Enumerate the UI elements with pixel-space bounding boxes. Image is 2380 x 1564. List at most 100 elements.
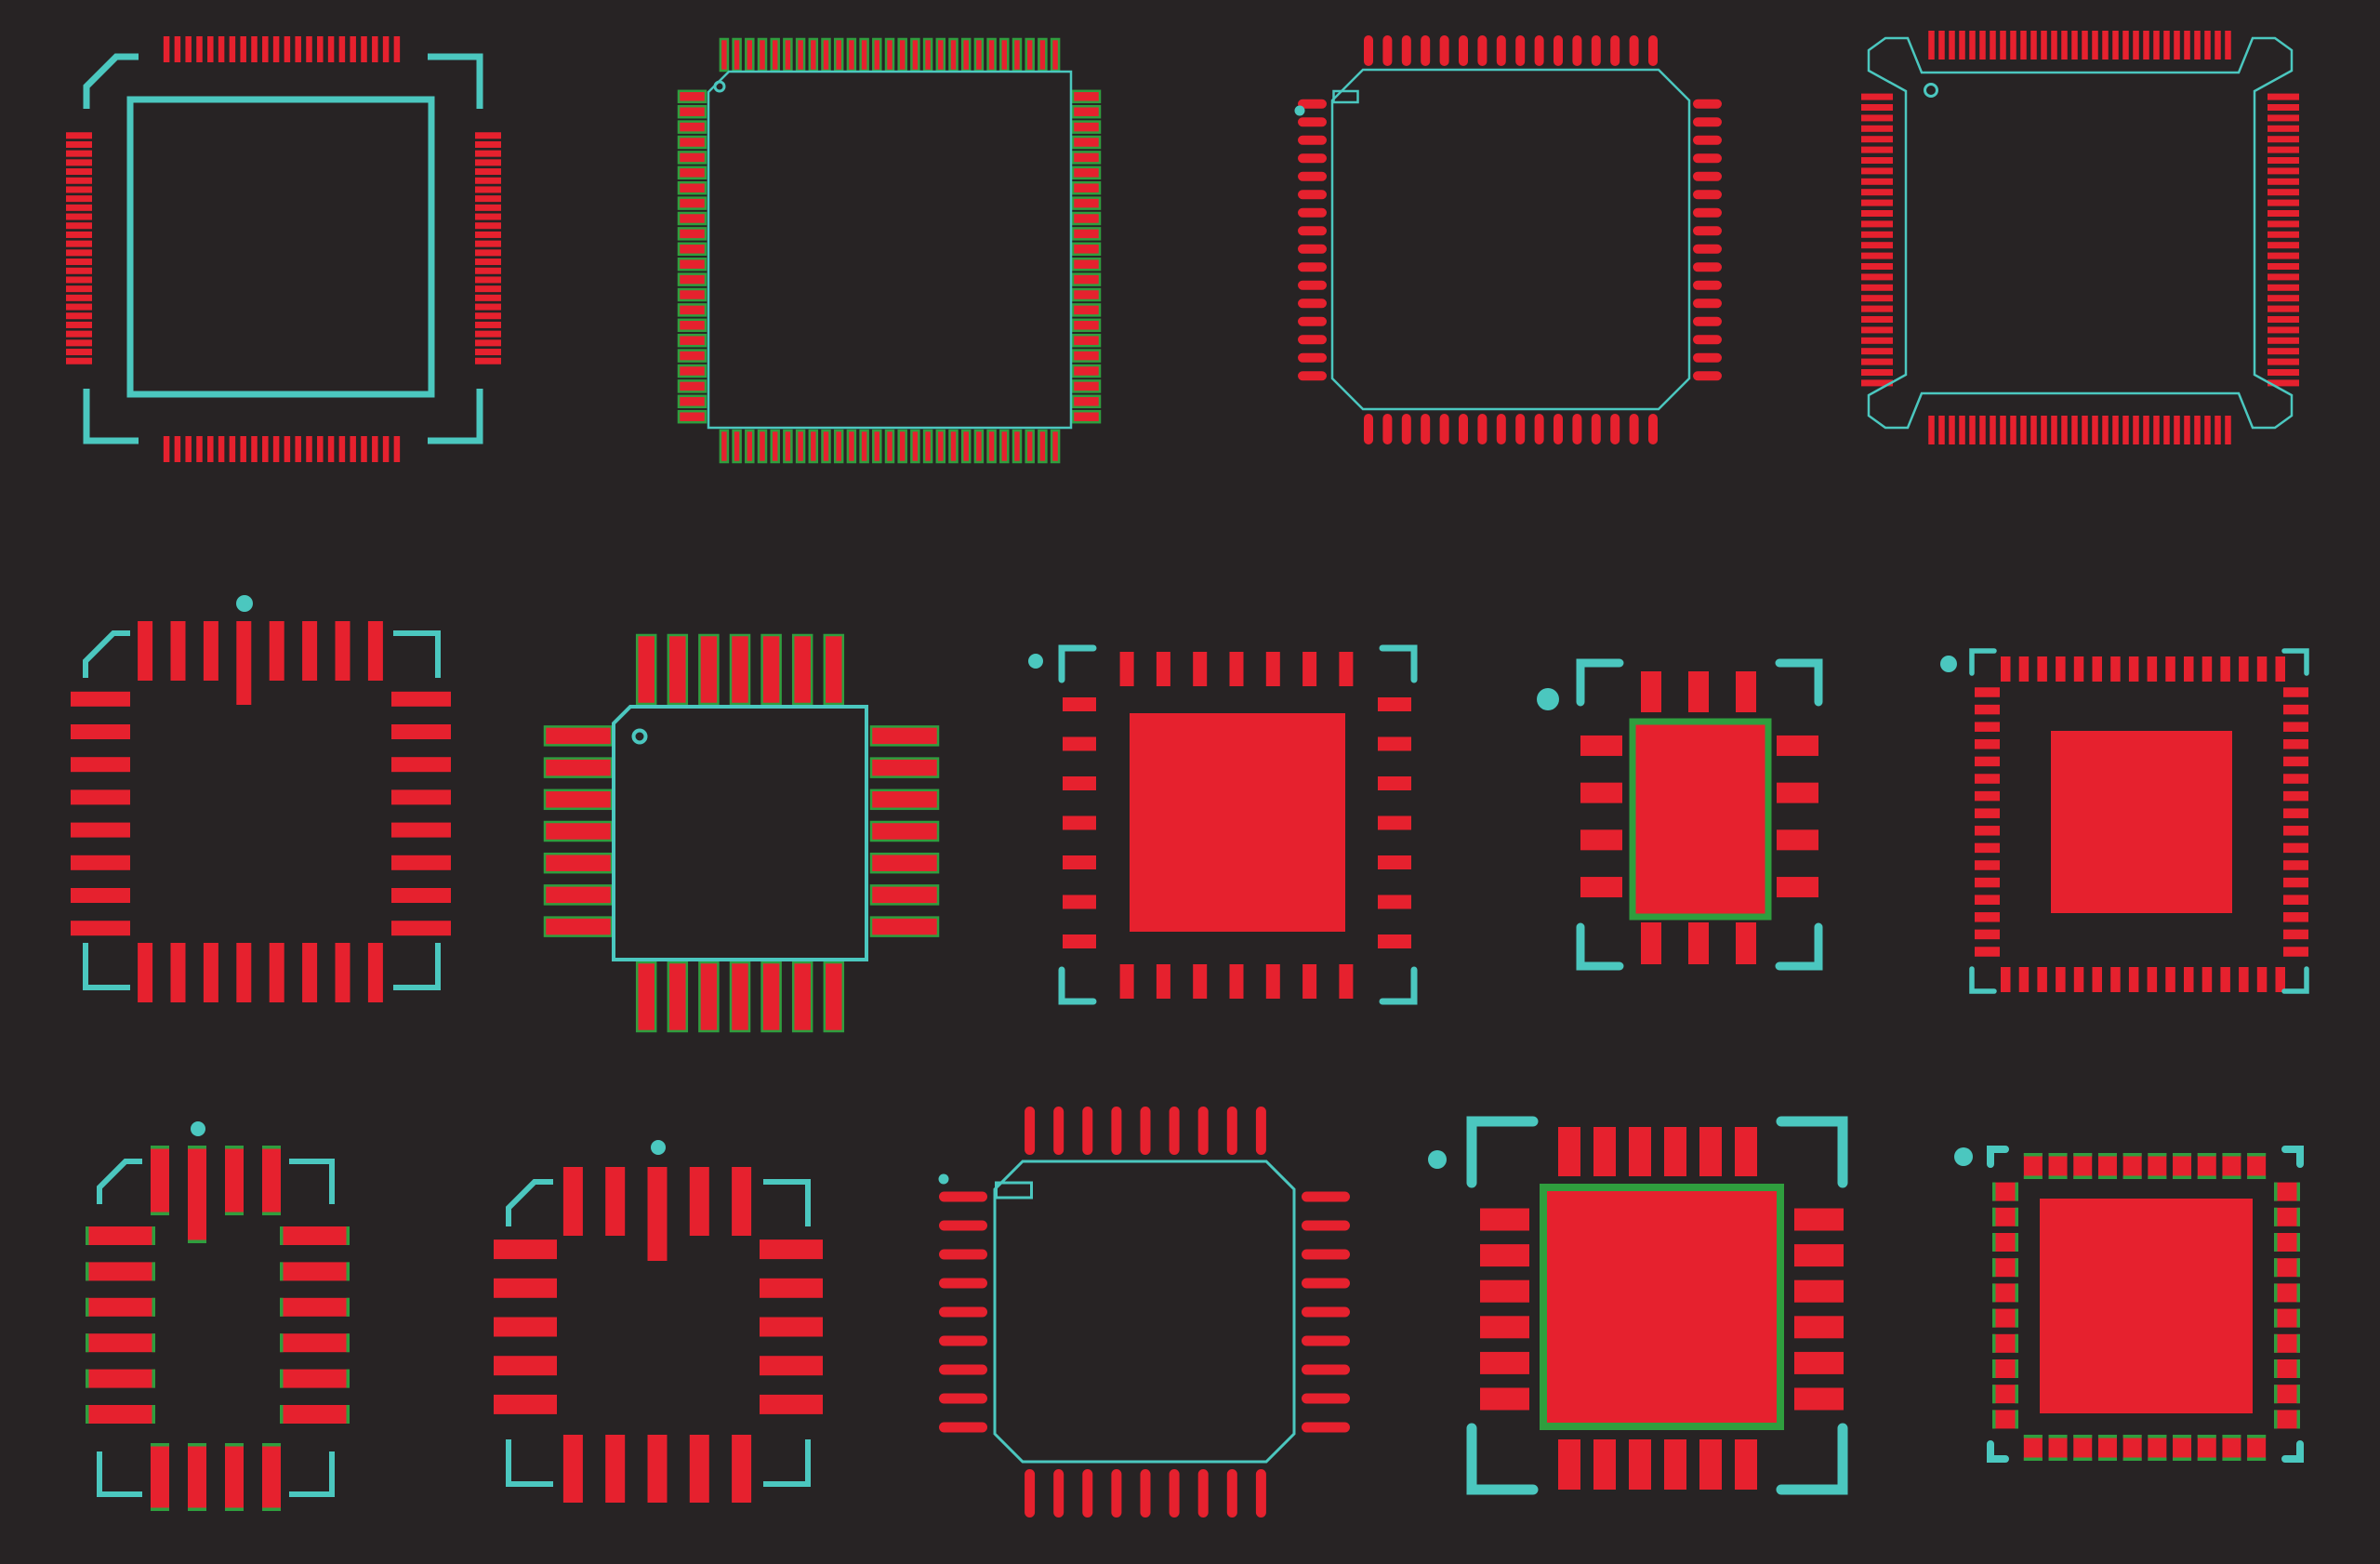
pin bbox=[1558, 1439, 1580, 1490]
pin bbox=[2204, 416, 2211, 444]
pin bbox=[494, 1278, 557, 1298]
pin bbox=[2283, 774, 2308, 784]
pin bbox=[2092, 656, 2102, 682]
pin bbox=[833, 37, 844, 73]
pin bbox=[196, 36, 203, 62]
corner-bracket-br bbox=[763, 1439, 811, 1487]
pin bbox=[1990, 416, 1996, 444]
pin-row-bottom bbox=[719, 429, 1061, 464]
pin bbox=[1580, 829, 1622, 851]
pin bbox=[677, 135, 707, 150]
pin bbox=[2268, 104, 2299, 111]
pin bbox=[1071, 104, 1102, 119]
pin bbox=[729, 961, 751, 1033]
pin bbox=[2041, 416, 2047, 444]
pin1-ring-marker bbox=[713, 80, 726, 93]
pin bbox=[2268, 252, 2299, 259]
pin bbox=[185, 36, 192, 62]
pin bbox=[935, 429, 946, 464]
pin bbox=[2092, 31, 2098, 60]
pin bbox=[2256, 967, 2268, 992]
pin bbox=[2268, 295, 2299, 302]
pin bbox=[1025, 1469, 1036, 1518]
pin bbox=[475, 321, 501, 328]
corner-bracket-tl bbox=[1466, 1116, 1539, 1188]
pin bbox=[1265, 964, 1280, 999]
pin bbox=[2247, 1435, 2267, 1461]
pin bbox=[2268, 273, 2299, 281]
pin-row-right bbox=[475, 132, 501, 364]
pin bbox=[1082, 1469, 1093, 1518]
pin bbox=[1794, 1208, 1844, 1231]
pin bbox=[1641, 922, 1661, 964]
chip-10-plcc-tall-pins-green-caps bbox=[86, 1121, 350, 1511]
pin bbox=[1693, 207, 1722, 218]
pin bbox=[2197, 1153, 2216, 1179]
pin bbox=[1302, 1191, 1350, 1202]
pin bbox=[2283, 687, 2308, 697]
pin bbox=[846, 37, 857, 73]
pin bbox=[869, 820, 940, 842]
pin bbox=[475, 357, 501, 364]
corner-bracket-tr bbox=[2281, 648, 2309, 676]
pin bbox=[338, 36, 346, 62]
pin bbox=[1302, 1364, 1350, 1375]
pin bbox=[1591, 35, 1601, 66]
pin bbox=[1975, 756, 2000, 767]
pin bbox=[677, 89, 707, 104]
chip-07-qfn-red-core-brackets bbox=[1028, 644, 1418, 1005]
pin bbox=[2283, 790, 2308, 802]
chip-06-tqfp-green-edged-chunky-pins bbox=[543, 633, 940, 1033]
pin1-notch bbox=[1332, 89, 1359, 104]
pin bbox=[2163, 31, 2170, 60]
pin bbox=[823, 961, 845, 1033]
pin bbox=[1591, 414, 1601, 444]
chip-body-outline bbox=[993, 1160, 1296, 1464]
pin bbox=[677, 211, 707, 226]
chip-05-plcc-wide-pins-brackets-long-pin bbox=[71, 595, 451, 1002]
pin bbox=[2247, 1153, 2267, 1179]
pin bbox=[1928, 416, 1935, 444]
pin bbox=[71, 724, 130, 739]
pin bbox=[869, 916, 940, 937]
pin-row-top bbox=[1364, 35, 1658, 66]
pin bbox=[66, 258, 92, 266]
pin bbox=[2275, 656, 2285, 682]
pin bbox=[760, 1356, 823, 1376]
pin bbox=[872, 37, 882, 73]
pin bbox=[1302, 1249, 1350, 1260]
pin bbox=[1063, 697, 1096, 711]
pin bbox=[71, 757, 130, 773]
pin bbox=[2274, 1233, 2300, 1252]
pin bbox=[475, 231, 501, 238]
pin bbox=[494, 1317, 557, 1337]
pin bbox=[391, 789, 451, 805]
pin bbox=[1302, 1393, 1350, 1404]
pin bbox=[2173, 1153, 2192, 1179]
corner-bracket-br bbox=[393, 943, 441, 990]
pin bbox=[2268, 326, 2299, 334]
pin bbox=[1777, 877, 1818, 898]
pin bbox=[1992, 1410, 2018, 1429]
pin bbox=[367, 621, 383, 681]
pin bbox=[1515, 35, 1526, 66]
pin bbox=[677, 151, 707, 165]
pin bbox=[2215, 416, 2221, 444]
pin bbox=[2283, 808, 2308, 818]
pin-row-left bbox=[939, 1191, 987, 1433]
pin bbox=[1496, 414, 1506, 444]
pin bbox=[1693, 190, 1722, 200]
pin-row-bottom bbox=[2023, 1435, 2267, 1461]
corner-brackets bbox=[1466, 1116, 1848, 1495]
pin bbox=[677, 104, 707, 119]
pin-row-left bbox=[71, 691, 130, 936]
pin bbox=[986, 429, 997, 464]
pin bbox=[66, 186, 92, 193]
pin bbox=[185, 436, 192, 462]
pin bbox=[391, 888, 451, 903]
pin bbox=[2097, 1435, 2117, 1461]
pin bbox=[1071, 349, 1102, 363]
pin bbox=[760, 1317, 823, 1337]
pin bbox=[269, 943, 284, 1002]
orientation-dot bbox=[1294, 105, 1305, 116]
